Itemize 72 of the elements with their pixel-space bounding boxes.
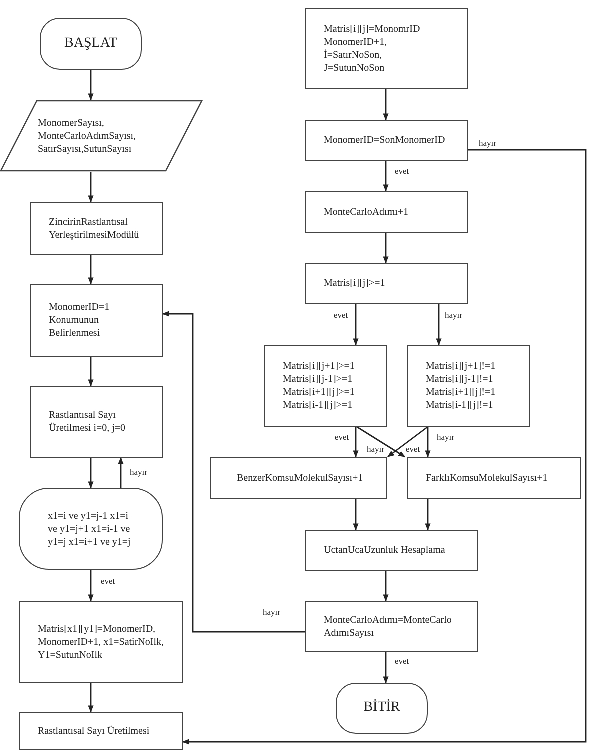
- edge-label: evet: [394, 657, 410, 666]
- decision-box: [305, 263, 468, 304]
- node-text: Matris[x1][y1]=MonomerID, MonomerID+1, x1=SatirNoIlk, Y1=SutunNoIlk: [38, 622, 165, 662]
- arrow: [383, 161, 389, 192]
- decision-box: [305, 120, 468, 161]
- decision-box: [305, 601, 478, 652]
- arrow: [436, 304, 442, 346]
- arrow: [383, 89, 389, 121]
- edge-label: evet: [405, 445, 422, 454]
- node-text: ZincirinRastlantısal YerleştirilmesiModülü: [49, 216, 140, 242]
- process-box: [305, 8, 468, 89]
- edge-label: evet: [333, 311, 350, 320]
- node-text: Matris[i][j+1]>=1 Matris[i][j-1]>=1 Matris[i+1][j]>=1 Matris[i-1][j]>=1: [283, 360, 356, 412]
- arrow: [383, 571, 389, 602]
- node-text: Rastlantısal Sayı Üretilmesi i=0, j=0: [49, 409, 127, 435]
- arrow: [387, 426, 428, 458]
- edge-label: evet: [334, 433, 350, 442]
- process-box: [19, 712, 183, 750]
- arrow: [88, 683, 94, 713]
- edge-label: evet: [100, 577, 116, 586]
- node-text: MonteCarloAdımı+1: [324, 206, 410, 218]
- edge-label: evet: [394, 167, 410, 176]
- arrow: [383, 233, 389, 264]
- edge-label: hayır: [129, 468, 148, 478]
- edge-label: hayır: [262, 608, 282, 618]
- decision-box: [264, 345, 387, 427]
- arrow: [353, 499, 359, 531]
- process-box: [210, 457, 387, 499]
- arrow: [353, 427, 359, 458]
- decision-rounded-box: [19, 488, 163, 570]
- node-text: MonomerSayısı, MonteCarloAdımSayısı, SatırSayısı,SutunSayısı: [38, 116, 138, 156]
- edge-label: hayır: [436, 433, 456, 442]
- arrow: [88, 570, 94, 602]
- arrow: [162, 311, 305, 633]
- arrow: [425, 427, 431, 458]
- end-terminal: [336, 683, 428, 734]
- node-text: Matris[i][j]=MonomrID MonomerID+1, İ=SatırNoSon, J=SutunNoSon: [324, 22, 422, 74]
- arrow: [182, 149, 587, 745]
- process-box: [19, 601, 183, 683]
- node-text: MonteCarloAdımı=MonteCarlo AdımıSayısı: [324, 614, 453, 640]
- arrow: [425, 499, 431, 531]
- arrow: [88, 255, 94, 285]
- process-box: [305, 530, 478, 571]
- arrow: [353, 304, 359, 346]
- edge-label: hayır: [444, 311, 464, 320]
- process-box: [305, 191, 468, 233]
- arrow: [88, 357, 94, 387]
- node-text: Matris[i][j]>=1: [324, 277, 386, 290]
- node-text: Matris[i][j+1]!=1 Matris[i][j-1]!=1 Matris[i+1][j]!=1 Matris[i-1][j]!=1: [426, 360, 497, 412]
- node-text: BİTİR: [364, 699, 400, 718]
- arrow: [88, 70, 94, 101]
- arrow: [88, 458, 94, 489]
- arrow: [88, 172, 94, 203]
- arrow: [383, 652, 389, 684]
- arrow: [118, 457, 124, 488]
- process-box: [407, 457, 581, 499]
- node-text: BenzerKomsuMolekulSayısı+1: [237, 472, 364, 484]
- decision-box: [407, 345, 530, 427]
- node-text: MonomerID=SonMonomerID: [324, 134, 446, 147]
- node-text: Rastlantısal Sayı Üretilmesi: [38, 724, 151, 738]
- process-box: [30, 284, 163, 357]
- node-text: BAŞLAT: [64, 34, 118, 53]
- process-box: [30, 386, 163, 458]
- node-text: x1=i ve y1=j-1 x1=i ve y1=j+1 x1=i-1 ve y1=j x1=i+1 ve y1=j: [48, 510, 132, 548]
- edge-label: hayır: [366, 445, 386, 454]
- node-text: FarklıKomsuMolekulSayısı+1: [426, 472, 549, 484]
- process-box: [30, 202, 163, 255]
- node-text: MonomerID=1 Konumunun Belirlenmesi: [49, 301, 111, 340]
- start-terminal: [40, 18, 142, 70]
- edge-label: hayır: [478, 139, 498, 148]
- node-text: UctanUcaUzunluk Hesaplama: [324, 544, 446, 557]
- arrow: [356, 426, 406, 458]
